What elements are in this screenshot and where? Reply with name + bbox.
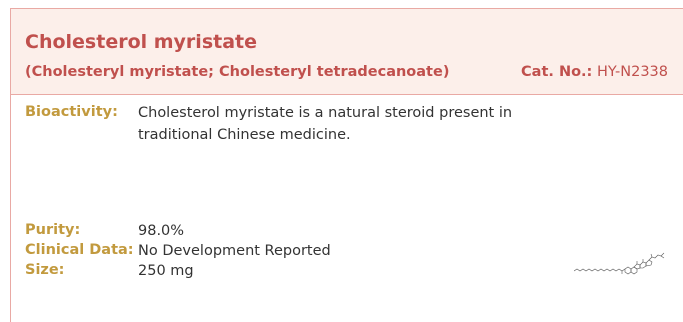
header-divider — [10, 94, 683, 95]
size-label: Size: — [25, 262, 65, 278]
header-panel — [11, 9, 683, 95]
clinical-data-label: Clinical Data: — [25, 242, 134, 258]
chemical-structure-image — [574, 252, 665, 275]
size-value: 250 mg — [138, 263, 194, 279]
catalog-number: Cat. No.: HY-N2338 — [521, 64, 668, 80]
catalog-number-label: Cat. No.: — [521, 64, 593, 80]
bioactivity-label: Bioactivity: — [25, 104, 118, 120]
clinical-data-value: No Development Reported — [138, 243, 331, 259]
product-synonyms: (Cholesteryl myristate; Cholesteryl tetr… — [25, 64, 450, 80]
bioactivity-value: Cholesterol myristate is a natural stero… — [138, 105, 513, 143]
frame-left-border — [10, 8, 11, 322]
product-title: Cholesterol myristate — [25, 31, 257, 53]
catalog-number-value: HY-N2338 — [592, 64, 668, 80]
purity-value: 98.0% — [138, 223, 185, 239]
frame-top-border — [10, 8, 683, 9]
purity-label: Purity: — [25, 222, 81, 238]
